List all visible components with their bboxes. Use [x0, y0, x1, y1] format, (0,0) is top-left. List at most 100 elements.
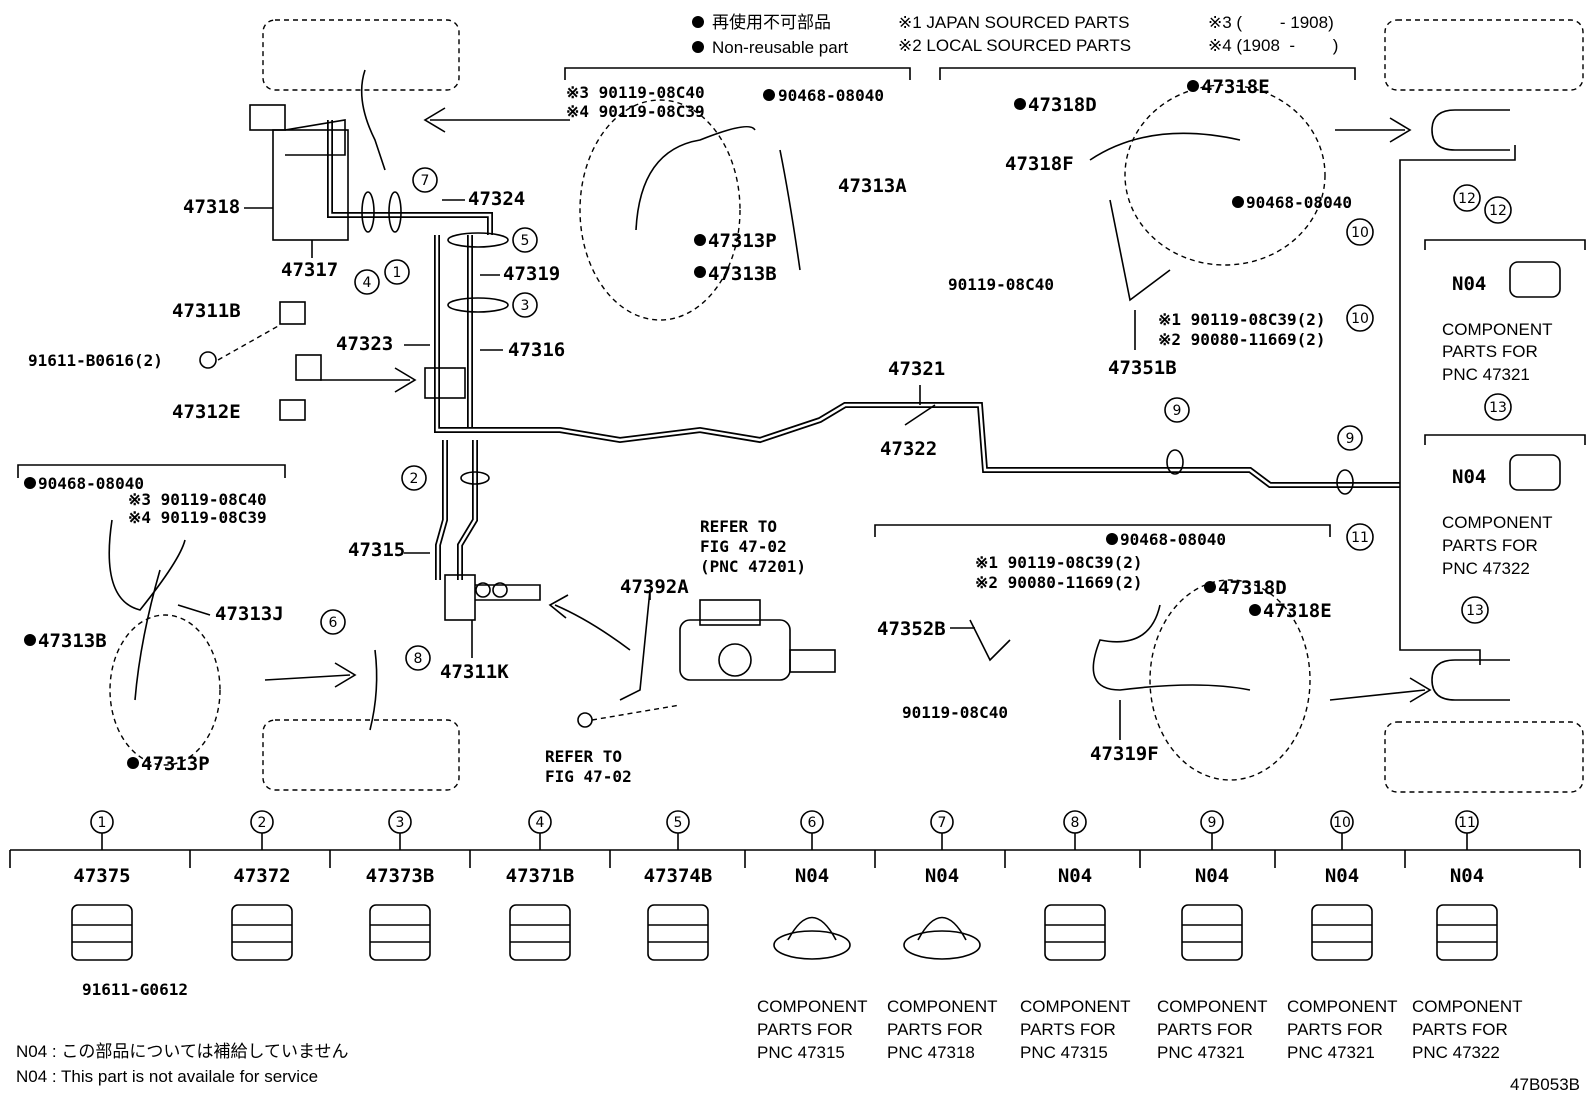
- callout-2: 2: [401, 465, 427, 491]
- bullet-icon: [692, 41, 704, 53]
- label-f-90119: 90119-08C40: [948, 275, 1054, 294]
- slot-callout-circle: [1200, 810, 1224, 834]
- bullet-icon: [1249, 604, 1261, 616]
- svg-text:3: 3: [521, 298, 530, 314]
- slot-callout-number: 11: [1458, 815, 1476, 831]
- slot-callout-circle: [90, 810, 114, 834]
- slot-component-text: COMPONENT: [1412, 997, 1523, 1016]
- label-f-s2: ※2 90080-11669(2): [1158, 330, 1326, 349]
- clip-detail: [510, 924, 570, 943]
- label-47317: 47317: [281, 259, 338, 281]
- leader-lines: [177, 199, 1136, 740]
- callout-9: 9: [1337, 425, 1363, 451]
- label-47319: 47319: [503, 263, 560, 285]
- slot-callout-number: 4: [536, 815, 545, 831]
- slot-component-text: PNC 47318: [887, 1043, 975, 1062]
- u-clamps: [1431, 109, 1510, 701]
- slot-component-text: PNC 47322: [1412, 1043, 1500, 1062]
- svg-text:13: 13: [1466, 603, 1484, 619]
- label-47313B-left: 47313B: [38, 630, 107, 652]
- slot-component-text: COMPONENT: [1287, 997, 1398, 1016]
- bullet-icon: [694, 234, 706, 246]
- label-47352B: 47352B: [877, 618, 946, 640]
- bullet-icon: [694, 266, 706, 278]
- slot-part-number: 47374B: [644, 865, 713, 887]
- slot-component-text: PNC 47321: [1157, 1043, 1245, 1062]
- legend: 再使用不可部品 Non-reusable part ※1 JAPAN SOURC…: [692, 12, 1338, 57]
- slot-component-text: COMPONENT: [1157, 997, 1268, 1016]
- svg-text:11: 11: [1351, 530, 1369, 546]
- label-b-90468: 90468-08040: [1120, 530, 1226, 549]
- clip-detail: [1437, 924, 1497, 943]
- label-47318: 47318: [183, 196, 240, 218]
- label-r-comp13-a: COMPONENT: [1442, 513, 1553, 532]
- bullet-icon: [24, 477, 36, 489]
- footnote-jp: N04 : この部品については補給していません: [16, 1042, 349, 1061]
- slot-callout-number: 7: [938, 815, 947, 831]
- label-left-s4: ※4 90119-08C39: [128, 508, 267, 527]
- outline-box: [262, 19, 460, 91]
- label-47321: 47321: [888, 358, 945, 380]
- outline-box: [1384, 19, 1584, 91]
- svg-text:6: 6: [329, 615, 338, 631]
- label-left-s3: ※3 90119-08C40: [128, 490, 267, 509]
- clip-icon: [1044, 904, 1106, 961]
- hoses: [108, 84, 1326, 781]
- slot-part-number: 47371B: [506, 865, 575, 887]
- label-r-n04-12: N04: [1452, 273, 1486, 295]
- slot-callout-number: 6: [808, 815, 817, 831]
- svg-text:2: 2: [410, 471, 419, 487]
- slot-part-number: N04: [795, 865, 829, 887]
- label-47311K: 47311K: [440, 661, 509, 683]
- slot-component-text: PARTS FOR: [1157, 1020, 1253, 1039]
- bullet-icon: [1204, 581, 1216, 593]
- slot-part-number: N04: [1058, 865, 1092, 887]
- callout-3: 3: [512, 292, 538, 318]
- label-refer2-b: FIG 47-02: [545, 767, 632, 786]
- callout-13: 13: [1461, 596, 1489, 624]
- callout-5: 5: [512, 227, 538, 253]
- callout-10: 10: [1346, 304, 1374, 332]
- label-r-comp13-b: PARTS FOR: [1442, 536, 1538, 555]
- figure-id: 47B053B: [1510, 1075, 1580, 1094]
- callout-1: 1: [384, 259, 410, 285]
- clip-icon: [1436, 904, 1498, 961]
- vehicle-outlines: [262, 19, 1584, 793]
- label-47324: 47324: [468, 188, 525, 210]
- svg-text:12: 12: [1489, 203, 1507, 219]
- slot-extra-part: 91611-G0612: [82, 980, 188, 999]
- label-47318D-top: 47318D: [1028, 94, 1097, 116]
- master-cylinder: [577, 589, 836, 728]
- label-top-90468: 90468-08040: [778, 86, 884, 105]
- clip-detail: [648, 924, 708, 943]
- label-f-90468: 90468-08040: [1246, 193, 1352, 212]
- group-brackets: [17, 67, 1586, 537]
- bottom-parts-strip: 14737591611-G0612247372347373B447371B547…: [9, 810, 1581, 1062]
- slot-part-number: 47373B: [366, 865, 435, 887]
- label-refer1-b: FIG 47-02: [700, 537, 787, 556]
- legend-bullet-en: Non-reusable part: [712, 38, 848, 57]
- label-47311B: 47311B: [172, 300, 241, 322]
- slot-callout-circle: [666, 810, 690, 834]
- slot-callout-circle: [528, 810, 552, 834]
- clip-icon: [647, 904, 709, 961]
- outline-box: [262, 719, 460, 791]
- svg-text:9: 9: [1346, 431, 1355, 447]
- bullet-icon: [1232, 196, 1244, 208]
- label-47315: 47315: [348, 539, 405, 561]
- slot-callout-circle: [1330, 810, 1354, 834]
- slot-part-number: 47372: [233, 865, 290, 887]
- label-47313P-left: 47313P: [141, 753, 210, 775]
- label-47351B: 47351B: [1108, 357, 1177, 379]
- label-47318E-bottom: 47318E: [1263, 600, 1332, 622]
- label-47313B-top: 47313B: [708, 263, 777, 285]
- bullet-icon: [1106, 533, 1118, 545]
- clips-left: [199, 301, 322, 421]
- label-47318D-bottom: 47318D: [1218, 577, 1287, 599]
- label-b-s1: ※1 90119-08C39(2): [975, 553, 1143, 572]
- callout-12: 12: [1453, 184, 1481, 212]
- callout-11: 11: [1346, 523, 1374, 551]
- callout-7: 7: [412, 167, 438, 193]
